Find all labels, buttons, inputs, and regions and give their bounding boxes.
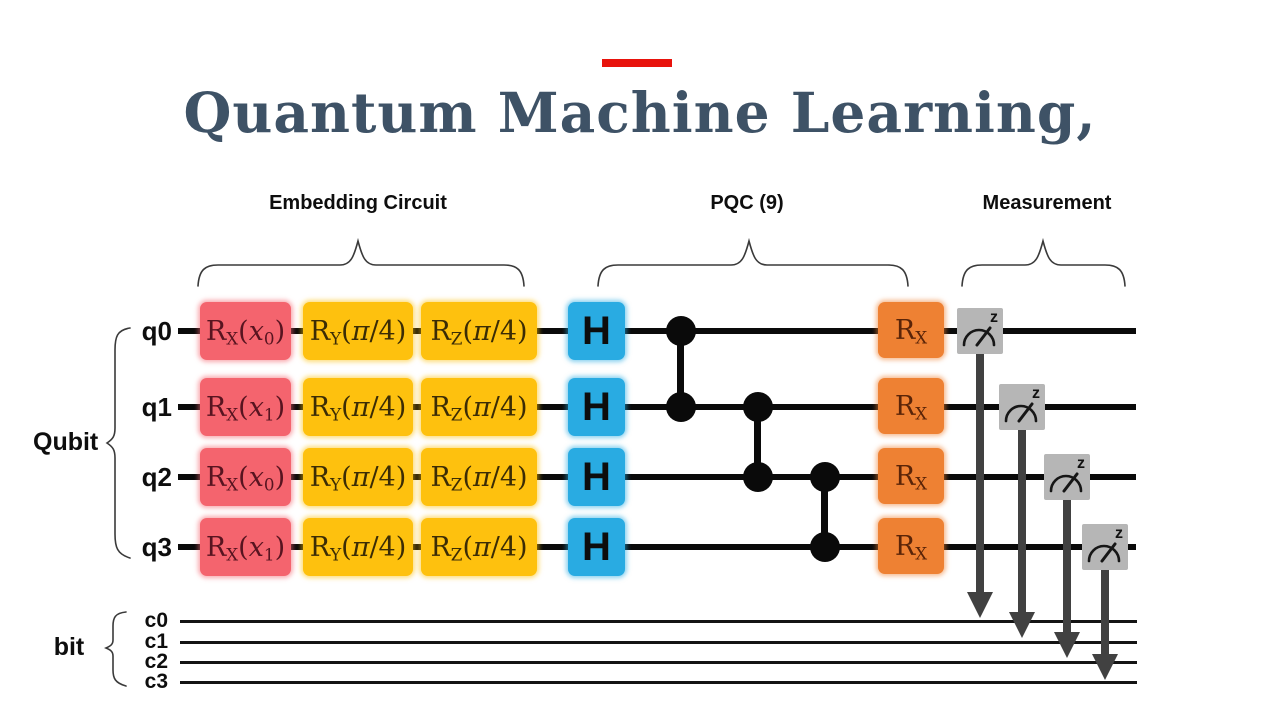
gate-ry-q2: RY(π/4) (303, 448, 413, 506)
measure-gate-q0: z (957, 308, 1003, 354)
clbit-wire-c0 (180, 620, 1137, 623)
qubit-group-brace (105, 327, 131, 559)
gate-label: RX (894, 314, 928, 348)
cz-connector-q1-q2 (754, 407, 761, 477)
cz-connector-q2-q3 (821, 477, 828, 547)
gate-h-q0: H (568, 302, 625, 360)
gate-label: H (582, 454, 611, 499)
gate-label: RY(π/4) (309, 315, 407, 349)
measurement-brace (961, 238, 1126, 287)
clbit-label-c1: c1 (144, 630, 168, 653)
clbit-label-c3: c3 (144, 670, 168, 693)
measure-basis-label: z (1032, 385, 1040, 402)
measure-gate-q3: z (1082, 524, 1128, 570)
embedding-brace (197, 238, 525, 287)
pqc-label: PQC (9) (710, 192, 784, 214)
measurement-label: Measurement (982, 192, 1112, 214)
qubit-label-q3: q3 (141, 532, 172, 562)
clbit-wire-c3 (180, 681, 1137, 684)
gate-label: H (582, 384, 611, 429)
gate-label: RX(x1) (205, 531, 286, 565)
slide-title: Quantum Machine Learning, (183, 80, 1097, 145)
measure-arrow-shaft-q2 (1063, 500, 1071, 634)
clbit-wire-c2 (180, 661, 1137, 664)
measure-arrowhead-q0 (967, 592, 993, 618)
qubit-wire-q2 (178, 474, 1136, 480)
measure-gate-q1: z (999, 384, 1045, 430)
gate-label: RX(x1) (205, 391, 286, 425)
cz-control-dot (666, 316, 696, 346)
measure-basis-label: z (1115, 525, 1123, 542)
cz-control-dot (810, 462, 840, 492)
measure-gate-q2: z (1044, 454, 1090, 500)
measure-arrowhead-q3 (1092, 654, 1118, 680)
cz-control-dot (743, 392, 773, 422)
measure-basis-label: z (1077, 455, 1085, 472)
qubit-label-q0: q0 (141, 316, 172, 346)
pqc-brace (597, 238, 909, 287)
gate-rx-embed-q3: RX(x1) (200, 518, 291, 576)
gate-rx-pqc-q2: RX (878, 448, 944, 504)
gate-rx-embed-q0: RX(x0) (200, 302, 291, 360)
qubit-wire-q1 (178, 404, 1136, 410)
gauge-icon (962, 326, 996, 347)
gate-label: RZ(π/4) (430, 531, 528, 565)
gate-rx-pqc-q0: RX (878, 302, 944, 358)
gate-h-q2: H (568, 448, 625, 506)
gate-rz-q2: RZ(π/4) (421, 448, 537, 506)
measure-arrowhead-q1 (1009, 612, 1035, 638)
measure-arrow-shaft-q3 (1101, 570, 1109, 656)
gate-label: RY(π/4) (309, 461, 407, 495)
clbit-wire-c1 (180, 641, 1137, 644)
cz-control-dot (810, 532, 840, 562)
gate-h-q1: H (568, 378, 625, 436)
bit-group-label: bit (53, 633, 85, 661)
qubit-wire-q3 (178, 544, 1136, 550)
clbit-label-c2: c2 (144, 650, 168, 673)
gate-rx-pqc-q3: RX (878, 518, 944, 574)
gate-label: RY(π/4) (309, 391, 407, 425)
gate-label: RZ(π/4) (430, 391, 528, 425)
gate-rz-q1: RZ(π/4) (421, 378, 537, 436)
bit-group-brace (104, 611, 127, 687)
gate-label: RX (894, 390, 928, 424)
gauge-icon (1004, 402, 1038, 423)
qubit-wire-q0 (178, 328, 1136, 334)
title-accent-line (602, 59, 672, 67)
gate-label: RZ(π/4) (430, 461, 528, 495)
measure-arrow-shaft-q1 (1018, 430, 1026, 614)
gate-label: RX (894, 460, 928, 494)
gate-label: H (582, 308, 611, 353)
measure-arrowhead-q2 (1054, 632, 1080, 658)
cz-connector-q0-q1 (677, 331, 684, 407)
gate-ry-q1: RY(π/4) (303, 378, 413, 436)
gate-label: RZ(π/4) (430, 315, 528, 349)
gate-label: RX(x0) (205, 315, 286, 349)
gate-label: RX (894, 530, 928, 564)
qubit-group-label: Qubit (33, 428, 99, 456)
cz-control-dot (666, 392, 696, 422)
gate-rx-pqc-q1: RX (878, 378, 944, 434)
gate-rz-q3: RZ(π/4) (421, 518, 537, 576)
gauge-icon (1087, 542, 1121, 563)
gate-rx-embed-q2: RX(x0) (200, 448, 291, 506)
gate-label: RX(x0) (205, 461, 286, 495)
measure-basis-label: z (990, 309, 998, 326)
measure-arrow-shaft-q0 (976, 354, 984, 594)
clbit-label-c0: c0 (144, 609, 168, 632)
gate-ry-q3: RY(π/4) (303, 518, 413, 576)
gate-label: RY(π/4) (309, 531, 407, 565)
gate-rx-embed-q1: RX(x1) (200, 378, 291, 436)
qubit-label-q2: q2 (141, 462, 172, 492)
embedding-circuit-label: Embedding Circuit (269, 192, 447, 214)
gate-label: H (582, 524, 611, 569)
qubit-label-q1: q1 (141, 392, 172, 422)
gate-ry-q0: RY(π/4) (303, 302, 413, 360)
gate-rz-q0: RZ(π/4) (421, 302, 537, 360)
gauge-icon (1049, 472, 1083, 493)
gate-h-q3: H (568, 518, 625, 576)
cz-control-dot (743, 462, 773, 492)
